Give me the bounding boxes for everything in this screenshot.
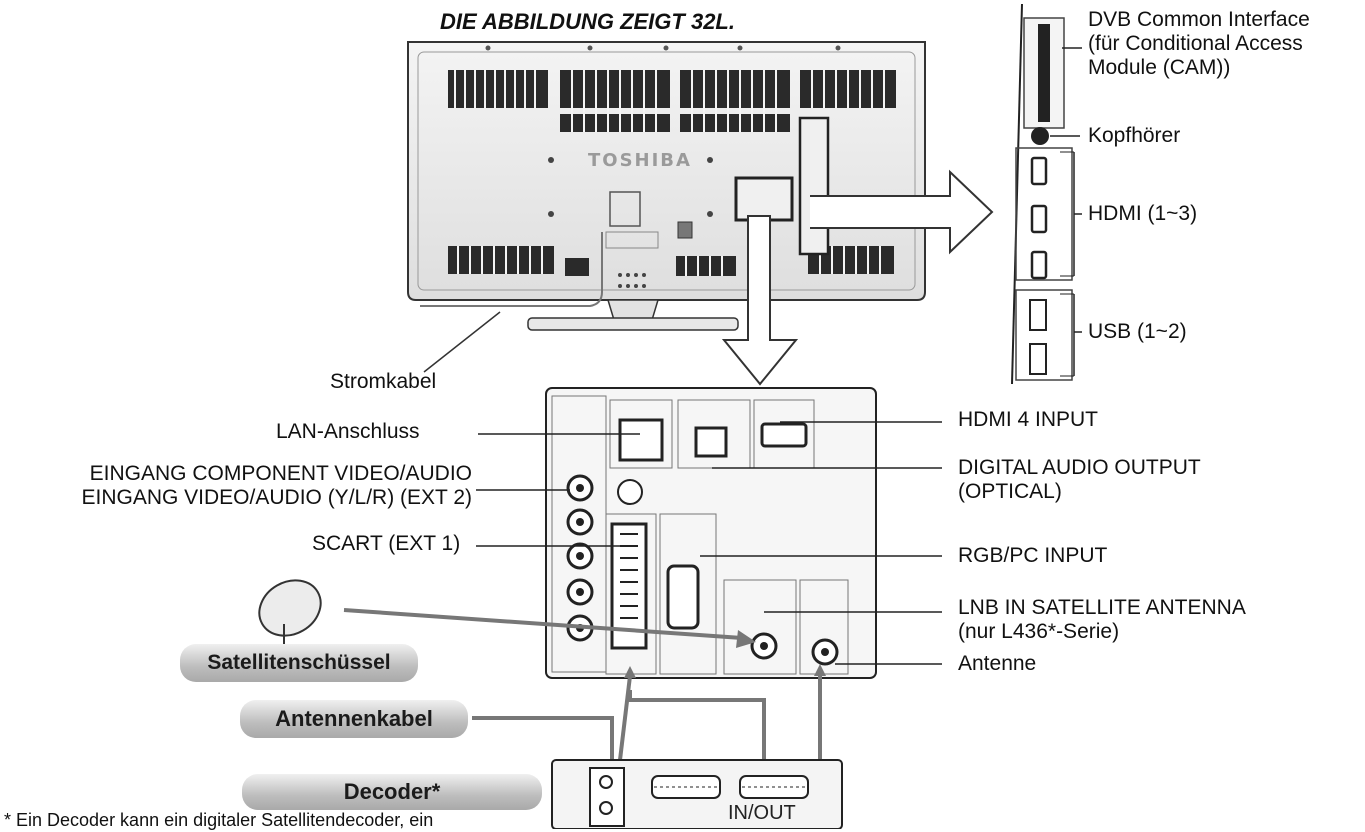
side-panel-illustration: [1011, 3, 1082, 385]
hdmi4-label: HDMI 4 INPUT: [958, 408, 1099, 431]
lnb-label-line2: (nur L436*-Serie): [958, 620, 1120, 643]
scart-label: SCART (EXT 1): [312, 532, 461, 555]
dvb-label-line3: Module (CAM)): [1088, 56, 1231, 79]
digital-audio-label-line1: DIGITAL AUDIO OUTPUT: [958, 456, 1201, 479]
dvb-label-line1: DVB Common Interface: [1088, 8, 1310, 31]
antenna-label: Antenne: [958, 652, 1037, 675]
antenna-cable-badge: Antennenkabel: [240, 700, 468, 738]
satellite-dish-icon: [258, 579, 322, 647]
component-label-line2: EINGANG VIDEO/AUDIO (Y/L/R) (EXT 2): [81, 486, 472, 509]
rgb-label: RGB/PC INPUT: [958, 544, 1108, 567]
power-cable-label: Stromkabel: [330, 370, 437, 393]
tv-back-illustration: [407, 41, 926, 373]
brand-logo: TOSHIBA: [588, 150, 692, 171]
lnb-label-line1: LNB IN SATELLITE ANTENNA: [958, 596, 1246, 619]
lan-label: LAN-Anschluss: [276, 420, 420, 443]
label-leader-lines: [476, 421, 942, 665]
digital-audio-label-line2: (OPTICAL): [958, 480, 1062, 503]
decoder-badge: Decoder*: [242, 774, 542, 810]
arrow-to-connector-panel: [721, 215, 799, 386]
usb-label: USB (1~2): [1088, 320, 1187, 343]
headphones-label: Kopfhörer: [1088, 124, 1181, 147]
satellite-dish-badge: Satellitenschüssel: [180, 644, 418, 682]
decoder-box-illustration: [551, 759, 843, 829]
arrow-to-side-panel: [810, 169, 994, 255]
cable-lines: [343, 608, 822, 802]
footnote: * Ein Decoder kann ein digitaler Satelli…: [4, 810, 434, 830]
diagram-title: DIE ABBILDUNG ZEIGT 32L.: [440, 9, 735, 34]
dvb-label-line2: (für Conditional Access: [1088, 32, 1303, 55]
decoder-io-label: IN/OUT: [728, 802, 796, 824]
hdmi-side-label: HDMI (1~3): [1088, 202, 1198, 225]
component-label-line1: EINGANG COMPONENT VIDEO/AUDIO: [89, 462, 472, 485]
